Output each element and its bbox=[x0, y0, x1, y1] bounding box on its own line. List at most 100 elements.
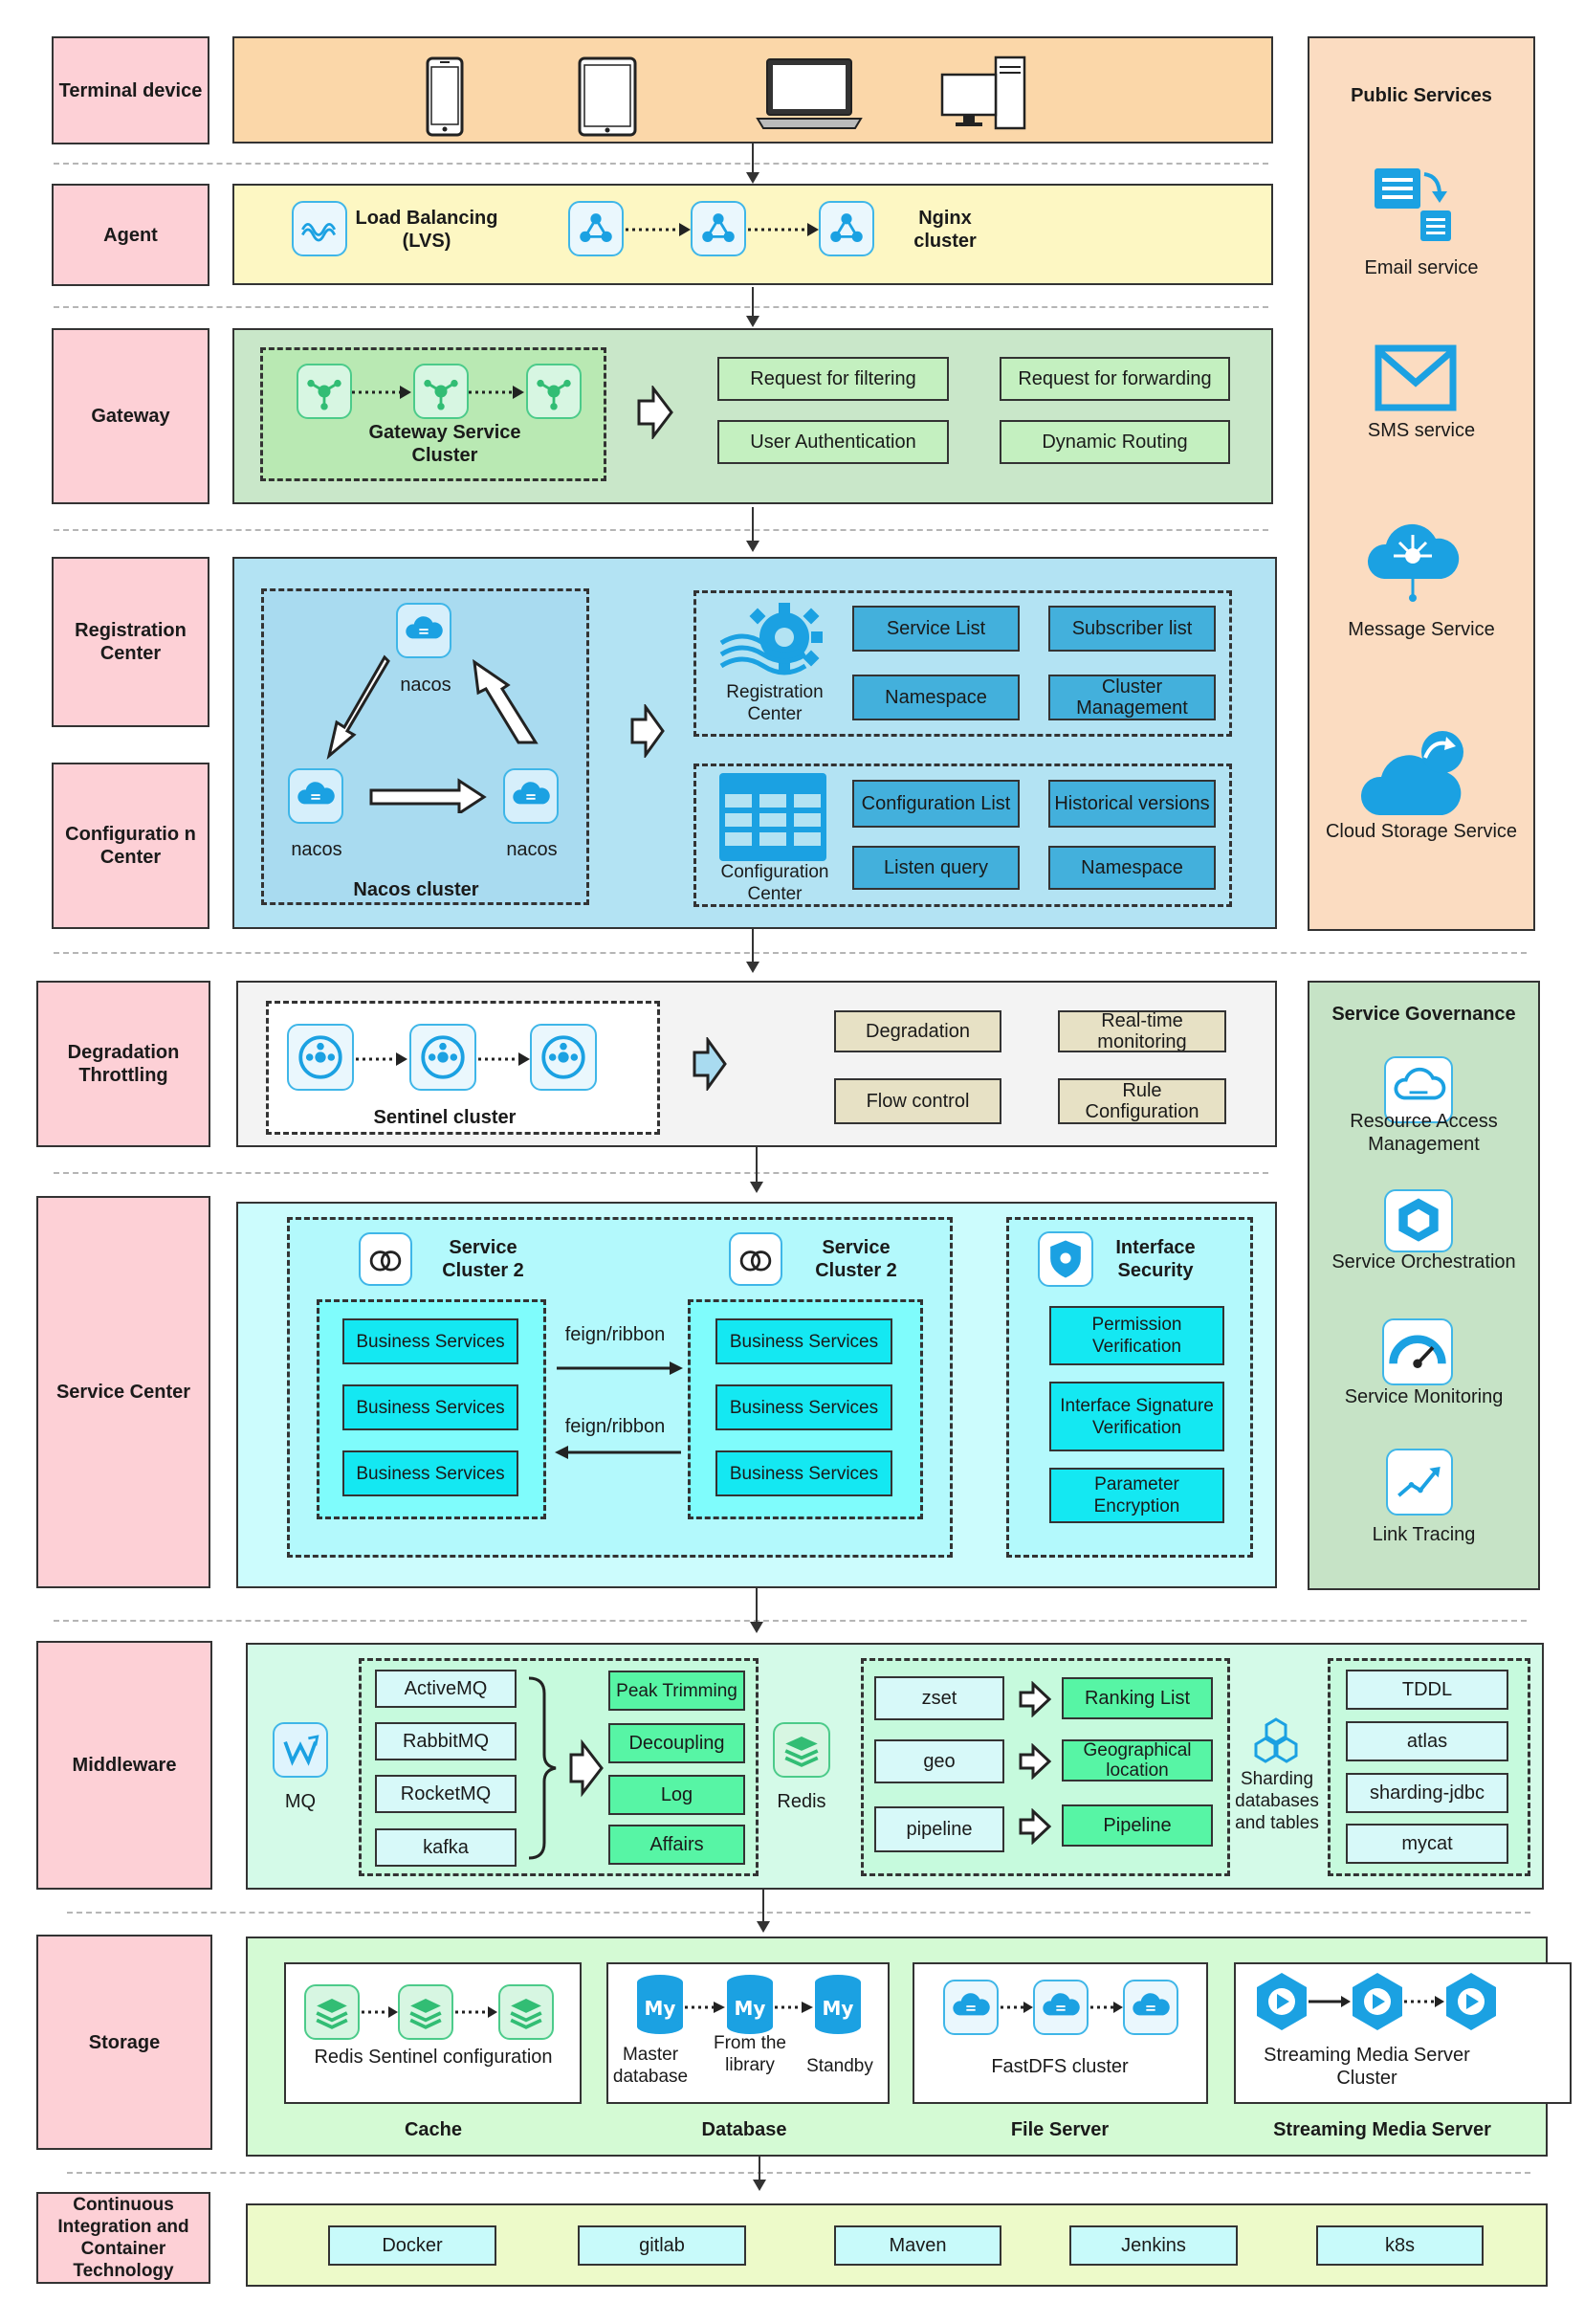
security-item: Permission Verification bbox=[1049, 1306, 1224, 1365]
public-services-title: Public Services bbox=[1351, 85, 1492, 106]
nginx-cluster-label: Nginx cluster bbox=[913, 208, 977, 252]
separator bbox=[67, 1912, 1530, 1914]
gateway-item: User Authentication bbox=[717, 420, 949, 464]
service-cluster-left-label: Service Cluster 2 bbox=[442, 1237, 524, 1281]
flow-arrow bbox=[746, 144, 759, 184]
call-label: feign/ribbon bbox=[564, 1324, 666, 1345]
flow-arrow bbox=[750, 1582, 763, 1633]
business-service: Business Services bbox=[715, 1384, 892, 1430]
fastdfs-cloud-icon bbox=[1123, 1980, 1178, 2035]
service-cluster-icon bbox=[729, 1232, 782, 1286]
nacos-cloud-icon bbox=[503, 768, 559, 824]
nginx-node-icon bbox=[819, 201, 874, 256]
layer-label-text: Service Center bbox=[55, 1382, 191, 1403]
layer-label-text: Storage bbox=[88, 2031, 161, 2053]
sentinel-item: Rule Configuration bbox=[1058, 1078, 1226, 1124]
sharding-product: sharding-jdbc bbox=[1346, 1773, 1508, 1813]
redis-stack-icon bbox=[498, 1984, 554, 2040]
monitoring-gauge-icon bbox=[1382, 1318, 1453, 1385]
interface-security-title: Interface Security bbox=[1115, 1237, 1196, 1281]
dotted-arrows bbox=[352, 386, 524, 399]
layer-label-configuration: Configuratio n Center bbox=[52, 763, 209, 929]
configuration-item: Configuration List bbox=[852, 780, 1020, 828]
nacos-cloud-icon bbox=[288, 768, 343, 824]
redis-type: zset bbox=[874, 1676, 1004, 1720]
mq-use: Decoupling bbox=[608, 1723, 745, 1763]
layer-label-terminal: Terminal device bbox=[52, 36, 209, 144]
desktop-computer-icon bbox=[940, 55, 1026, 130]
cache-label: Redis Sentinel configuration bbox=[314, 2047, 553, 2068]
flow-arrow bbox=[753, 2143, 766, 2191]
call-label: feign/ribbon bbox=[564, 1416, 666, 1437]
redis-use: Ranking List bbox=[1062, 1677, 1213, 1719]
mq-product: kafka bbox=[375, 1828, 517, 1867]
redis-stack-icon bbox=[773, 1722, 830, 1778]
database-title: Database bbox=[701, 2119, 787, 2140]
configuration-item: Historical versions bbox=[1048, 780, 1216, 828]
separator bbox=[54, 1620, 1527, 1622]
redis-type: geo bbox=[874, 1739, 1004, 1783]
layer-label-text: Configuratio n Center bbox=[65, 824, 196, 868]
redis-label: Redis bbox=[777, 1791, 826, 1812]
redis-use: Geographical location bbox=[1062, 1739, 1213, 1782]
cloud-storage-icon bbox=[1360, 731, 1463, 815]
gateway-cluster-label: Gateway Service Cluster bbox=[368, 422, 521, 466]
nacos-cluster-label: Nacos cluster bbox=[353, 879, 479, 900]
agent-band bbox=[232, 184, 1273, 285]
layer-label-service-center: Service Center bbox=[36, 1196, 210, 1588]
tablet-icon bbox=[578, 56, 637, 137]
registration-item: Service List bbox=[852, 606, 1020, 652]
service-cluster-right-label: Service Cluster 2 bbox=[815, 1237, 897, 1281]
redis-use: Pipeline bbox=[1062, 1804, 1213, 1847]
gear-waves-icon bbox=[719, 603, 823, 675]
registration-center-box bbox=[693, 590, 1232, 737]
call-arrows bbox=[555, 1361, 683, 1459]
configuration-item: Namespace bbox=[1048, 846, 1216, 890]
security-item: Interface Signature Verification bbox=[1049, 1382, 1224, 1451]
business-service: Business Services bbox=[715, 1450, 892, 1496]
link-tracing-icon bbox=[1386, 1449, 1453, 1516]
sharding-hexagon-icon bbox=[1254, 1717, 1298, 1763]
sentinel-item: Real-time monitoring bbox=[1058, 1010, 1226, 1052]
public-service-label: Email service bbox=[1364, 257, 1479, 278]
nacos-node-label: nacos bbox=[400, 675, 451, 696]
sentinel-node-icon bbox=[409, 1024, 476, 1091]
layer-label-storage: Storage bbox=[36, 1935, 212, 2150]
public-service-label: SMS service bbox=[1367, 420, 1476, 441]
layer-label-registration: Registration Center bbox=[52, 557, 209, 727]
email-service-icon bbox=[1375, 168, 1451, 241]
svg-text:My: My bbox=[735, 1997, 766, 2020]
message-cloud-icon bbox=[1367, 523, 1460, 602]
public-service-label: Message Service bbox=[1348, 619, 1495, 640]
separator bbox=[54, 306, 1268, 308]
governance-label: Service Monitoring bbox=[1344, 1386, 1504, 1407]
governance-label: Link Tracing bbox=[1372, 1524, 1476, 1545]
fastdfs-cloud-icon bbox=[1033, 1980, 1089, 2035]
gateway-node-icon bbox=[297, 364, 352, 419]
layer-label-text: Continuous Integration and Container Tec… bbox=[57, 2195, 189, 2281]
streaming-title: Streaming Media Server bbox=[1273, 2119, 1491, 2140]
layer-label-gateway: Gateway bbox=[52, 328, 209, 504]
hollow-arrow-icon bbox=[637, 386, 673, 439]
public-service-label: Cloud Storage Service bbox=[1325, 821, 1518, 842]
terminal-band bbox=[232, 36, 1273, 144]
business-service: Business Services bbox=[342, 1450, 518, 1496]
db-label: From the library bbox=[713, 2033, 787, 2075]
sentinel-item: Degradation bbox=[834, 1010, 1001, 1052]
ci-item: Maven bbox=[834, 2225, 1001, 2266]
layer-label-text: Terminal device bbox=[58, 79, 203, 101]
brace-arrow-icon bbox=[528, 1676, 604, 1860]
ci-item: k8s bbox=[1316, 2225, 1484, 2266]
shield-icon bbox=[1038, 1231, 1093, 1287]
ci-item: Jenkins bbox=[1069, 2225, 1238, 2266]
hollow-arrow-icon bbox=[693, 1037, 727, 1091]
sharding-product: atlas bbox=[1346, 1721, 1508, 1761]
business-service: Business Services bbox=[342, 1318, 518, 1364]
business-service: Business Services bbox=[715, 1318, 892, 1364]
mq-label: MQ bbox=[284, 1791, 317, 1812]
security-item: Parameter Encryption bbox=[1049, 1468, 1224, 1523]
service-cluster-icon bbox=[359, 1232, 412, 1286]
cache-title: Cache bbox=[404, 2119, 463, 2140]
configuration-item: Listen query bbox=[852, 846, 1020, 890]
laptop-icon bbox=[756, 58, 863, 129]
